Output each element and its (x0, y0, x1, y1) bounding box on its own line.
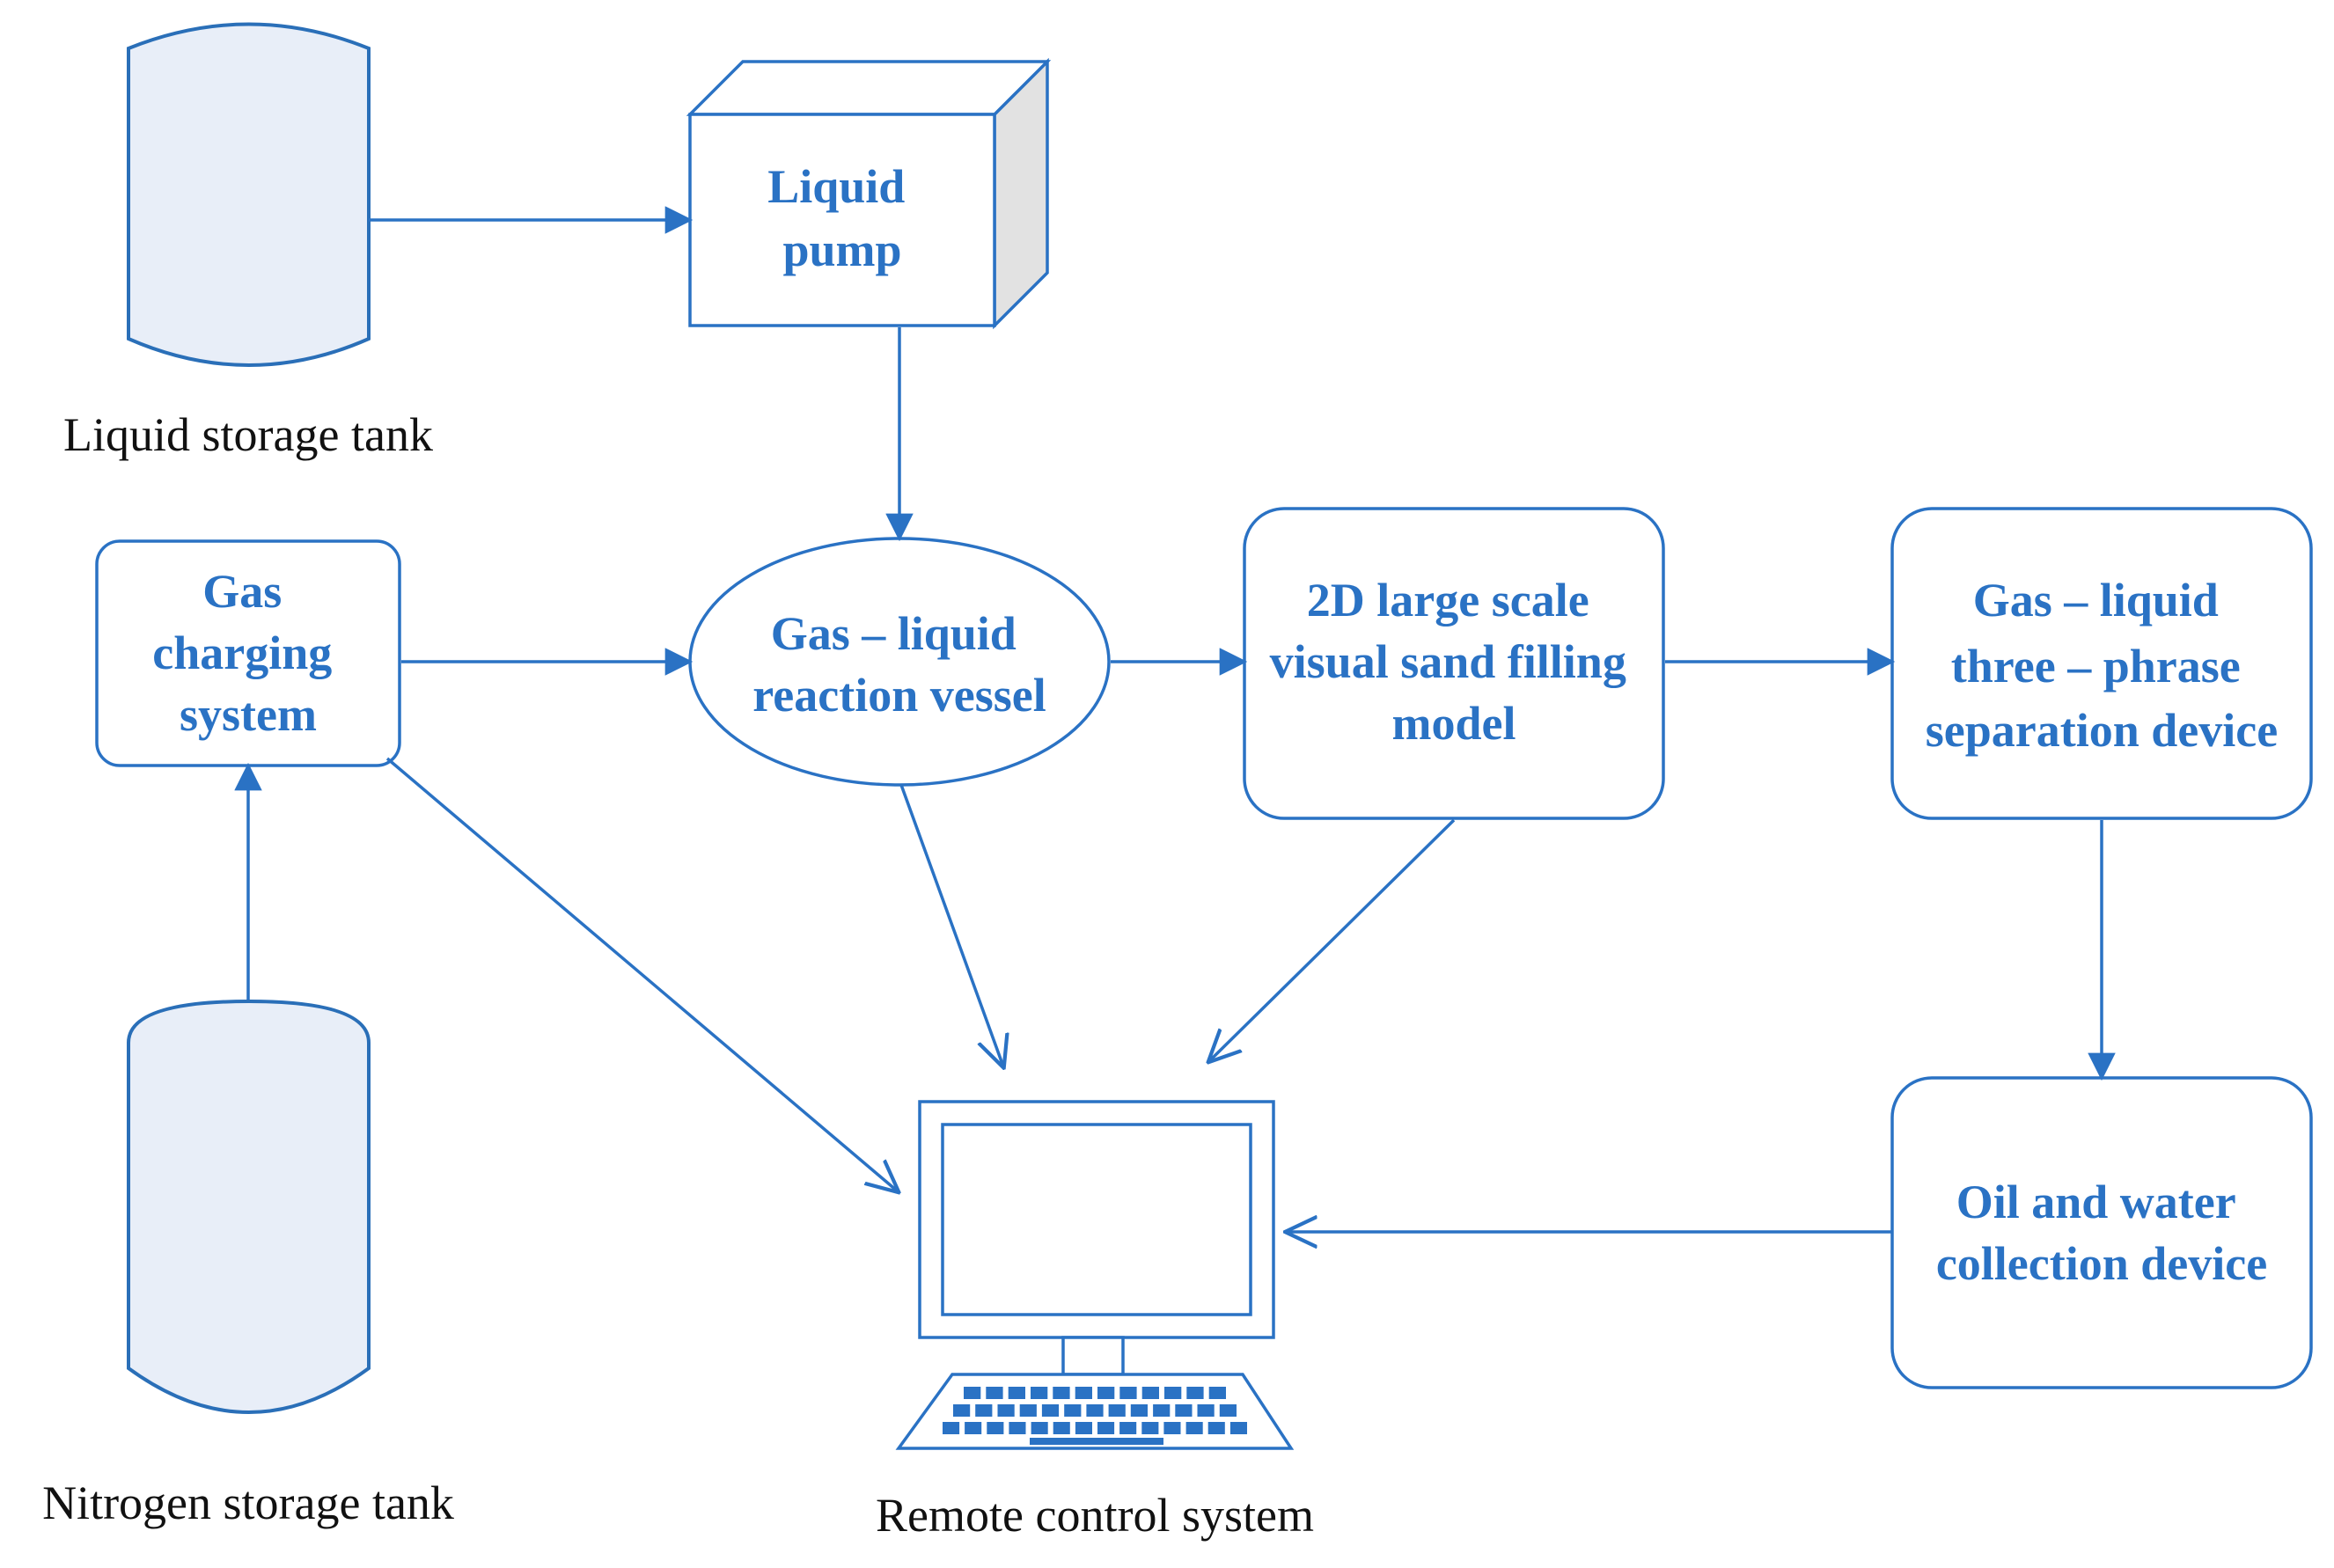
keyboard-key (997, 1404, 1015, 1417)
keyboard-key (1208, 1387, 1226, 1399)
keyboard-key (1119, 1387, 1137, 1399)
keyboard-key (1108, 1404, 1126, 1417)
keyboard-key (1031, 1387, 1048, 1399)
keyboard-key (1229, 1422, 1247, 1434)
liquid-pump-label: Liquid pump (767, 160, 917, 276)
keyboard-key (1075, 1387, 1092, 1399)
oil-water-collection-box (1890, 1076, 2313, 1389)
keyboard-key (1009, 1422, 1026, 1434)
separation-label-line: separation device (1926, 704, 2278, 757)
oil-water-label-line: Oil and water (1956, 1176, 2235, 1228)
nitrogen-storage-tank (127, 999, 371, 1414)
reaction-vessel-label-line: reaction vessel (752, 669, 1046, 722)
reaction-vessel-label-line: Gas – liquid (771, 607, 1017, 660)
keyboard-key (953, 1404, 971, 1417)
keyboard-key (1219, 1404, 1237, 1417)
keyboard-key (1053, 1422, 1070, 1434)
separation-label-line: Gas – liquid (1973, 574, 2219, 626)
keyboard-key (1041, 1404, 1060, 1417)
keyboard-key (1164, 1387, 1182, 1399)
keyboard-key (1207, 1422, 1225, 1434)
keyboard-key (1031, 1422, 1048, 1434)
nitrogen-storage-tank-caption: Nitrogen storage tank (42, 1476, 454, 1529)
separation-device-label: Gas – liquid three – phrase separation d… (1926, 574, 2278, 757)
sand-filling-model-label: 2D large scale visual sand filling model (1270, 574, 1639, 750)
keyboard-key (1130, 1404, 1148, 1417)
keyboard-key (1008, 1387, 1025, 1399)
monitor-screen (941, 1123, 1252, 1316)
gas-charging-label-line: charging (152, 626, 332, 679)
oil-water-label-line: collection device (1936, 1237, 2267, 1290)
keyboard-key (1141, 1387, 1159, 1399)
keyboard-key (1175, 1404, 1193, 1417)
sand-model-label-line: model (1392, 697, 1516, 750)
keyboard-key (943, 1422, 960, 1434)
edge-sand-model-to-computer (1209, 818, 1456, 1061)
storage-tank-icon (127, 22, 371, 367)
keyboard-key (964, 1387, 981, 1399)
keyboard-key (1064, 1404, 1082, 1417)
liquid-pump-label-line: pump (782, 223, 901, 276)
pump-box-top (686, 60, 1052, 116)
reaction-vessel-label: Gas – liquid reaction vessel (752, 607, 1046, 722)
edge-gas-charging-to-computer (385, 757, 898, 1191)
liquid-pump-label-line: Liquid (767, 160, 905, 213)
keyboard-key (1097, 1387, 1115, 1399)
sand-model-label-line: visual sand filling (1270, 635, 1626, 688)
keyboard-icon (943, 1387, 1247, 1445)
keyboard-key (1119, 1422, 1137, 1434)
pump-box-front (688, 113, 996, 327)
keyboard-key (1086, 1404, 1104, 1417)
gas-charging-label-line: system (180, 688, 317, 741)
keyboard-key (1053, 1387, 1070, 1399)
keyboard-spacebar (1030, 1438, 1163, 1445)
keyboard-key (975, 1404, 993, 1417)
gas-charging-system-label: Gas charging system (152, 565, 344, 741)
separation-label-line: three – phrase (1951, 640, 2241, 692)
sand-model-label-line: 2D large scale (1307, 574, 1589, 626)
gas-charging-label-line: Gas (202, 565, 282, 618)
keyboard-key (1163, 1422, 1181, 1434)
keyboard-key (1153, 1404, 1171, 1417)
keyboard-key (987, 1422, 1004, 1434)
keyboard-key (1075, 1422, 1092, 1434)
keyboard-key (1097, 1422, 1115, 1434)
liquid-pump-box (686, 57, 1052, 330)
liquid-storage-tank-caption: Liquid storage tank (63, 408, 433, 461)
keyboard-key (965, 1422, 982, 1434)
oil-water-collection-label: Oil and water collection device (1936, 1176, 2267, 1290)
computer-monitor-icon (895, 1100, 1295, 1450)
keyboard-key (986, 1387, 1003, 1399)
monitor-stand (1061, 1336, 1125, 1376)
remote-control-caption: Remote control system (876, 1489, 1314, 1542)
keyboard-key (1185, 1422, 1203, 1434)
edge-reaction-vessel-to-computer (899, 784, 1003, 1066)
keyboard-key (1197, 1404, 1215, 1417)
storage-tank-icon (127, 999, 371, 1414)
reaction-vessel-ellipse (688, 537, 1111, 787)
keyboard-key (1019, 1404, 1037, 1417)
keyboard-key (1141, 1422, 1159, 1434)
keyboard-key (1186, 1387, 1204, 1399)
liquid-storage-tank (127, 22, 371, 367)
